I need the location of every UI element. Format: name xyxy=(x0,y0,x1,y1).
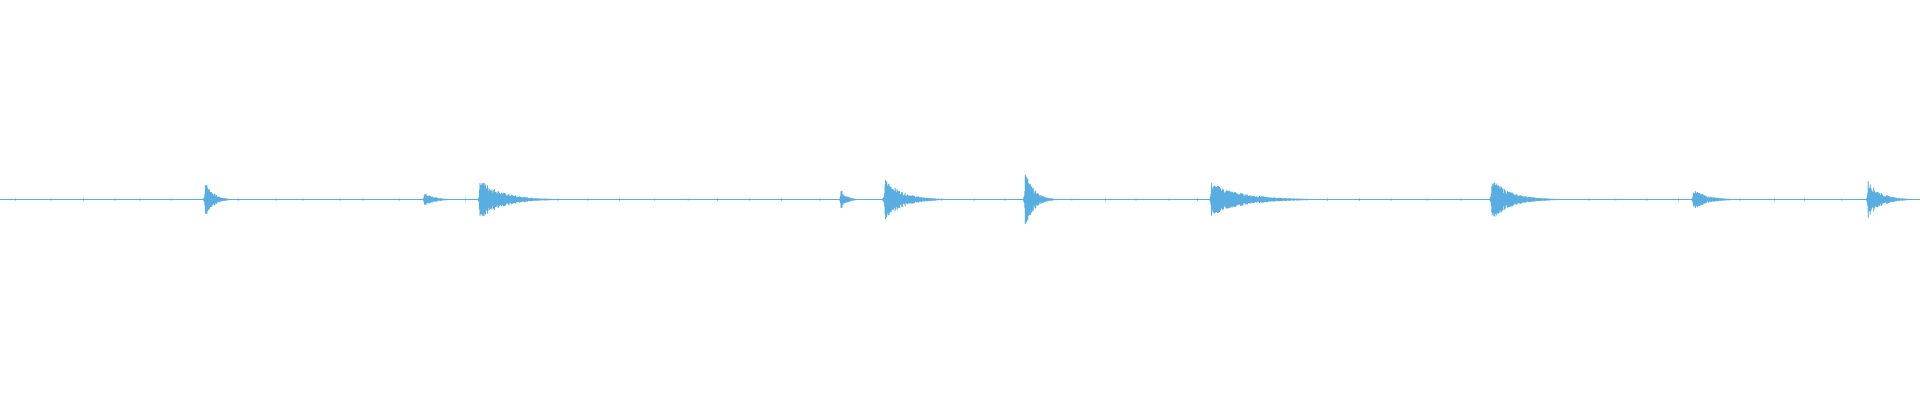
waveform-transient xyxy=(422,194,449,205)
waveform-transients xyxy=(14,174,1911,225)
waveform-transient xyxy=(1209,183,1308,216)
waveform-transient xyxy=(202,184,230,215)
waveform-transient xyxy=(839,190,857,209)
waveform-transient xyxy=(1691,191,1732,208)
waveform-transient xyxy=(1022,174,1059,225)
waveform-transient xyxy=(477,182,554,217)
waveform-transient xyxy=(882,180,945,219)
waveform-transient xyxy=(1489,182,1557,217)
waveform-transient xyxy=(1866,181,1911,218)
